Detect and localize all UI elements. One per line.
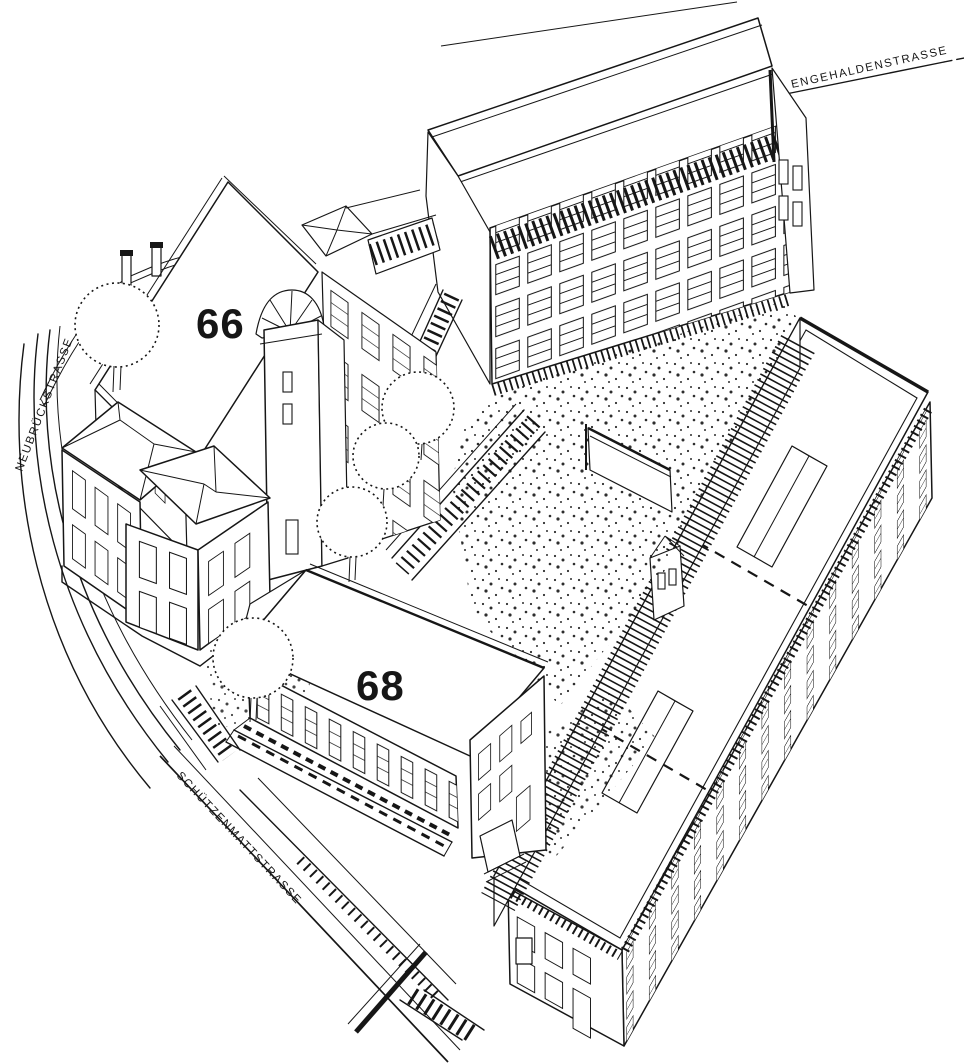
right-wing-south-gable	[507, 887, 625, 1047]
trees	[74, 282, 455, 723]
building-number-66: 66	[196, 300, 245, 347]
b68-porch	[479, 819, 527, 883]
building-68: 68	[225, 563, 549, 883]
building-top-factory	[425, 1, 815, 396]
tree	[381, 371, 455, 445]
gable-door	[515, 784, 531, 833]
corner-post	[768, 69, 776, 163]
tree	[316, 486, 388, 558]
courtyard-ramp	[385, 403, 546, 581]
catenary-pole	[151, 245, 162, 277]
tree	[212, 617, 294, 699]
b68-terrace	[225, 717, 453, 857]
gable-door	[572, 987, 591, 1039]
base-hatch	[491, 293, 793, 396]
factory-west-gable	[425, 131, 491, 385]
courtyard-gravel-stipple	[452, 300, 798, 706]
tree	[352, 422, 420, 490]
stairs-villa-garden	[159, 685, 241, 771]
stairs-bottom-street	[347, 937, 533, 1042]
section-cut-dashed-line	[681, 532, 816, 611]
street-engehaldenstrasse	[775, 57, 964, 97]
villa	[61, 401, 271, 667]
catenary-pole	[121, 253, 132, 287]
building-number-68: 68	[356, 662, 405, 709]
tree	[74, 282, 160, 368]
